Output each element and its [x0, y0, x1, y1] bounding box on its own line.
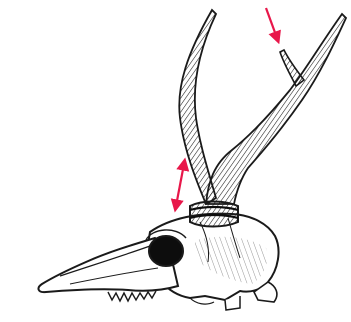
antler-burr — [190, 202, 238, 227]
antler — [179, 10, 346, 204]
antler-main-beam — [206, 14, 346, 204]
antler-brow-tine — [179, 10, 216, 204]
arrow-to-tine — [266, 8, 277, 38]
antler-small-tine — [280, 50, 304, 86]
double-arrow-beam-segment — [176, 164, 184, 206]
skull-eye-socket — [149, 236, 183, 266]
skull — [39, 214, 279, 310]
skull-teeth — [108, 291, 156, 301]
